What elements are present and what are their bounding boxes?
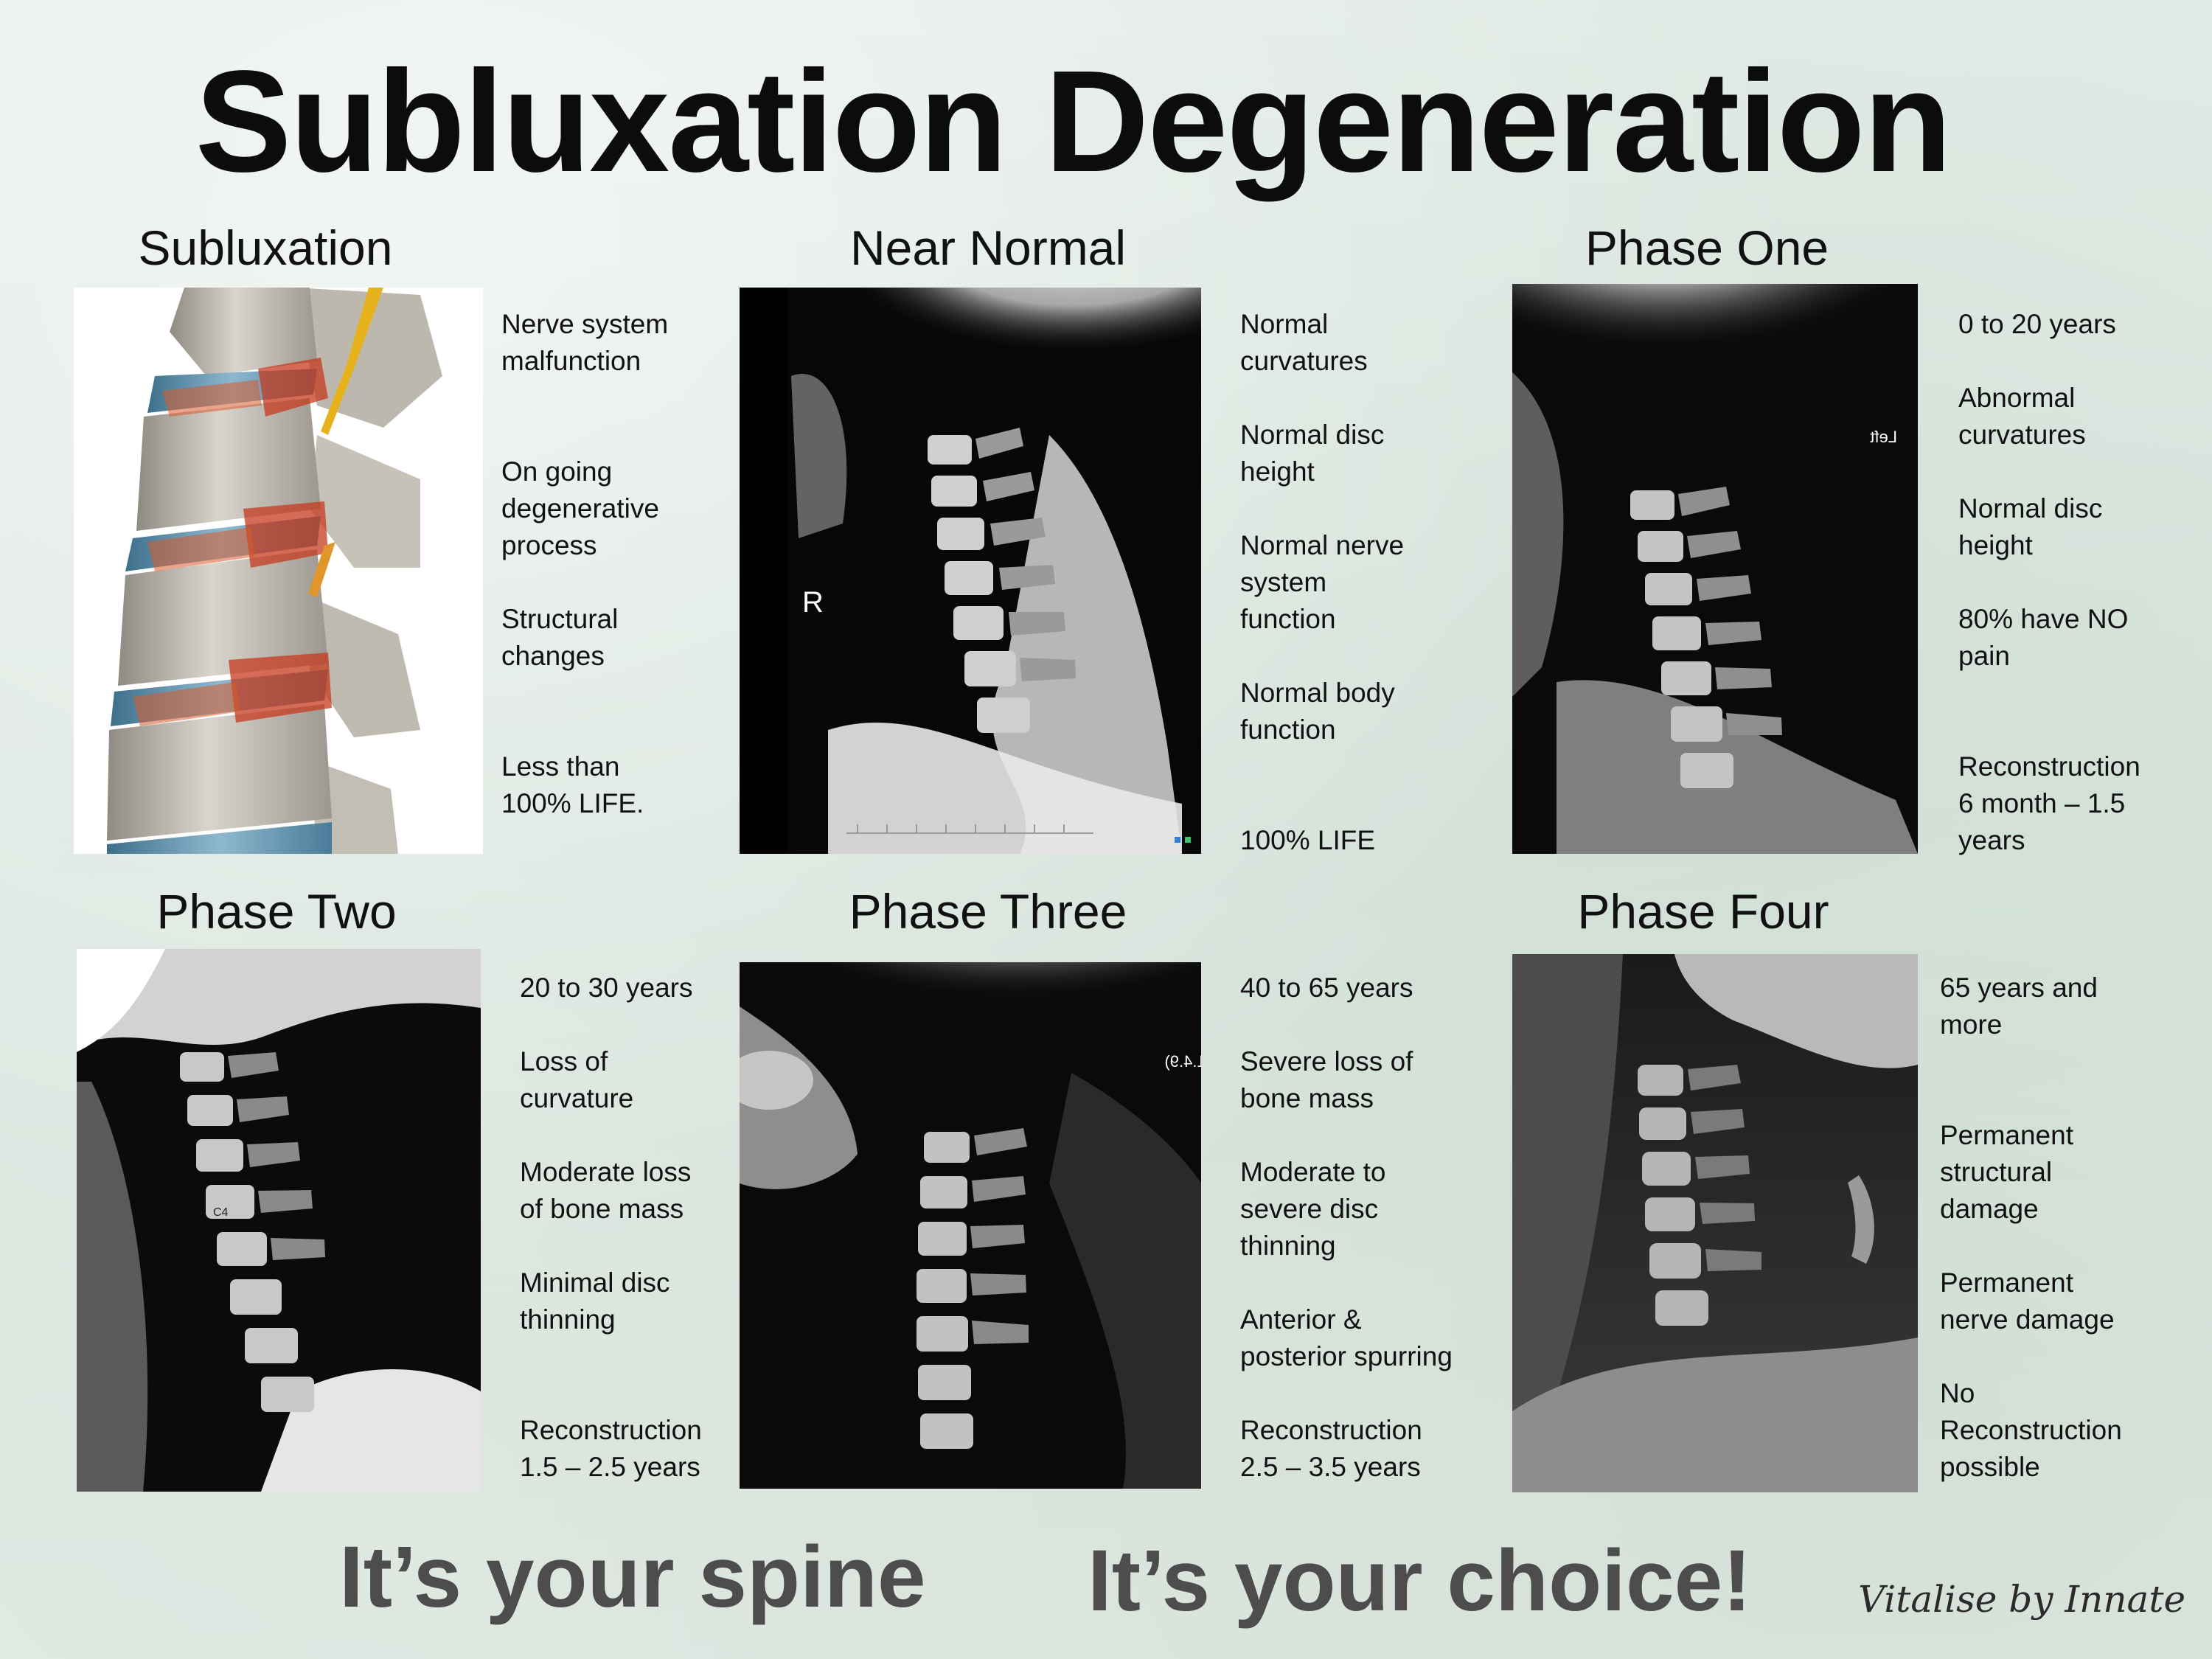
footer-tagline-choice: It’s your choice! <box>1088 1532 1752 1630</box>
note-item: Nerve system malfunction <box>501 309 669 376</box>
note-item: No Reconstruction possible <box>1940 1378 2122 1482</box>
note-item: Severe loss of bone mass <box>1240 1046 1413 1113</box>
footer-tagline-spine: It’s your spine <box>339 1528 926 1626</box>
note-item: Normal disc height <box>1240 420 1385 487</box>
note-item: Normal curvatures <box>1240 309 1368 376</box>
heading-phase-two: Phase Two <box>156 884 397 939</box>
note-item: Reconstruction 2.5 – 3.5 years <box>1240 1415 1422 1482</box>
note-item: Abnormal curvatures <box>1958 383 2086 450</box>
xray-phase-two: C4 <box>77 949 481 1492</box>
xray-near-normal: R <box>740 288 1201 854</box>
note-item: On going degenerative process <box>501 456 659 560</box>
heading-phase-four: Phase Four <box>1577 884 1829 939</box>
note-item: 0 to 20 years <box>1958 309 2116 339</box>
note-item: 20 to 30 years <box>520 973 693 1003</box>
note-item: Normal disc height <box>1958 493 2103 560</box>
vertebra-label: C4 <box>213 1206 229 1219</box>
note-item: 80% have NO pain <box>1958 604 2129 671</box>
note-item: 100% LIFE <box>1240 825 1376 855</box>
note-item: Normal body function <box>1240 678 1395 745</box>
note-item: Reconstruction 1.5 – 2.5 years <box>520 1415 702 1482</box>
note-item: Permanent structural damage <box>1940 1120 2073 1224</box>
brand-signature: Vitalise by Innate <box>1858 1578 2186 1621</box>
xray-phase-four <box>1512 954 1918 1492</box>
xray-side-marker: R <box>802 586 824 619</box>
note-item: Less than 100% LIFE. <box>501 751 644 818</box>
note-item: Anterior & posterior spurring <box>1240 1304 1453 1371</box>
heading-phase-three: Phase Three <box>849 884 1127 939</box>
note-item: Minimal disc thinning <box>520 1267 670 1335</box>
note-item: 65 years and more <box>1940 973 2098 1040</box>
spine-illustration <box>74 288 483 854</box>
note-item: 40 to 65 years <box>1240 973 1413 1003</box>
xray-side-marker: Left <box>1870 428 1897 446</box>
note-item: Loss of curvature <box>520 1046 634 1113</box>
note-item: Reconstruction 6 month – 1.5 years <box>1958 751 2140 855</box>
page-title: Subluxation Degeneration <box>195 41 1952 202</box>
note-item: Normal nerve system function <box>1240 530 1405 634</box>
xray-phase-three: (1.4.9) <box>740 962 1201 1489</box>
heading-subluxation: Subluxation <box>138 220 393 275</box>
note-item: Moderate loss of bone mass <box>520 1157 692 1224</box>
note-item: Structural changes <box>501 604 619 671</box>
note-item: Permanent nerve damage <box>1940 1267 2115 1335</box>
note-item: Moderate to severe disc thinning <box>1240 1157 1386 1261</box>
heading-phase-one: Phase One <box>1585 220 1829 275</box>
heading-near-normal: Near Normal <box>849 220 1127 275</box>
xray-side-marker: (1.4.9) <box>1164 1052 1201 1071</box>
xray-phase-one: Left <box>1512 284 1918 854</box>
